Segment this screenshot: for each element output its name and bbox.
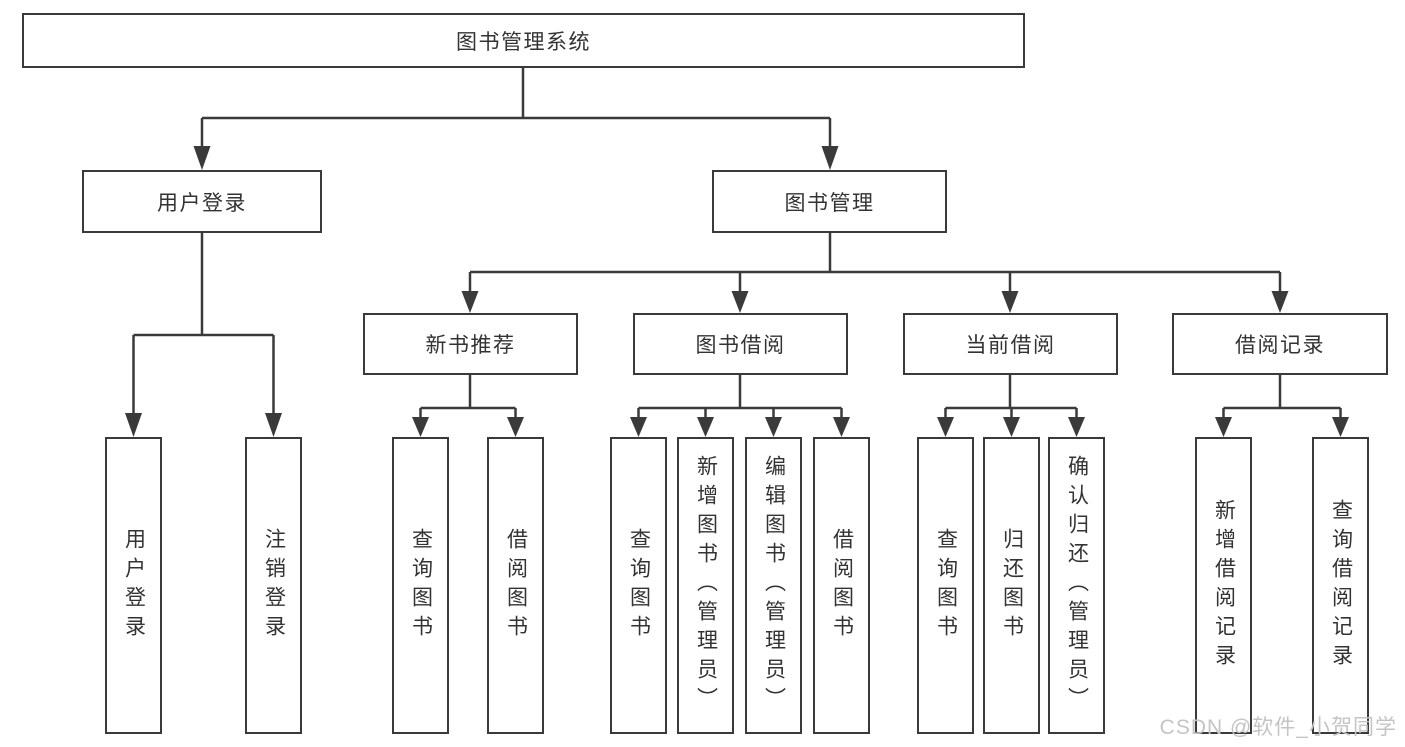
leaf-user-login: 用户登录	[105, 437, 162, 734]
leaf-query-books-borrowing: 查询图书	[610, 437, 667, 734]
leaf-logout: 注销登录	[245, 437, 302, 734]
leaf-add-borrow-record: 新增借阅记录	[1195, 437, 1252, 734]
leaf-query-books-recommend-label: 查询图书	[409, 527, 433, 644]
leaf-return-books-label: 归还图书	[1000, 527, 1024, 644]
leaf-confirm-return-admin-label: 确认归还（管理员）	[1065, 455, 1089, 716]
node-new-book-recommendation-label: 新书推荐	[425, 334, 516, 357]
node-root-system: 图书管理系统	[22, 13, 1025, 68]
leaf-confirm-return-admin: 确认归还（管理员）	[1048, 437, 1105, 734]
leaf-logout-label: 注销登录	[262, 527, 286, 644]
leaf-return-books: 归还图书	[983, 437, 1040, 734]
leaf-query-books-recommend: 查询图书	[392, 437, 449, 734]
node-new-book-recommendation: 新书推荐	[363, 313, 578, 375]
node-book-borrowing: 图书借阅	[633, 313, 848, 375]
leaf-borrow-books: 借阅图书	[813, 437, 870, 734]
watermark: CSDN @软件_小贺同学	[1159, 716, 1397, 739]
leaf-query-books-borrowing-label: 查询图书	[627, 527, 651, 644]
leaf-add-borrow-record-label: 新增借阅记录	[1212, 498, 1236, 673]
leaf-add-book-admin: 新增图书（管理员）	[677, 437, 734, 734]
leaf-add-book-admin-label: 新增图书（管理员）	[694, 455, 718, 716]
node-current-borrowing-label: 当前借阅	[965, 334, 1056, 357]
leaf-query-borrow-record-label: 查询借阅记录	[1329, 498, 1353, 673]
leaf-user-login-label: 用户登录	[122, 527, 146, 644]
connector-paths	[132, 66, 1342, 420]
leaf-borrow-books-recommend-label: 借阅图书	[504, 527, 528, 644]
node-book-management-label: 图书管理	[784, 191, 875, 215]
arrowhead-icons	[125, 146, 1349, 437]
leaf-edit-book-admin-label: 编辑图书（管理员）	[762, 455, 786, 716]
node-book-management: 图书管理	[712, 170, 947, 233]
leaf-borrow-books-recommend: 借阅图书	[487, 437, 544, 734]
leaf-query-borrow-record: 查询借阅记录	[1312, 437, 1369, 734]
leaf-edit-book-admin: 编辑图书（管理员）	[745, 437, 802, 734]
node-root-label: 图书管理系统	[456, 30, 591, 54]
leaf-query-books-current: 查询图书	[917, 437, 974, 734]
leaf-query-books-current-label: 查询图书	[934, 527, 958, 644]
node-borrowing-records: 借阅记录	[1172, 313, 1388, 375]
node-book-borrowing-label: 图书借阅	[695, 334, 786, 357]
node-current-borrowing: 当前借阅	[903, 313, 1118, 375]
node-user-login: 用户登录	[82, 170, 322, 233]
node-user-login-label: 用户登录	[157, 191, 247, 215]
leaf-borrow-books-label: 借阅图书	[830, 527, 854, 644]
node-borrowing-records-label: 借阅记录	[1235, 334, 1325, 357]
